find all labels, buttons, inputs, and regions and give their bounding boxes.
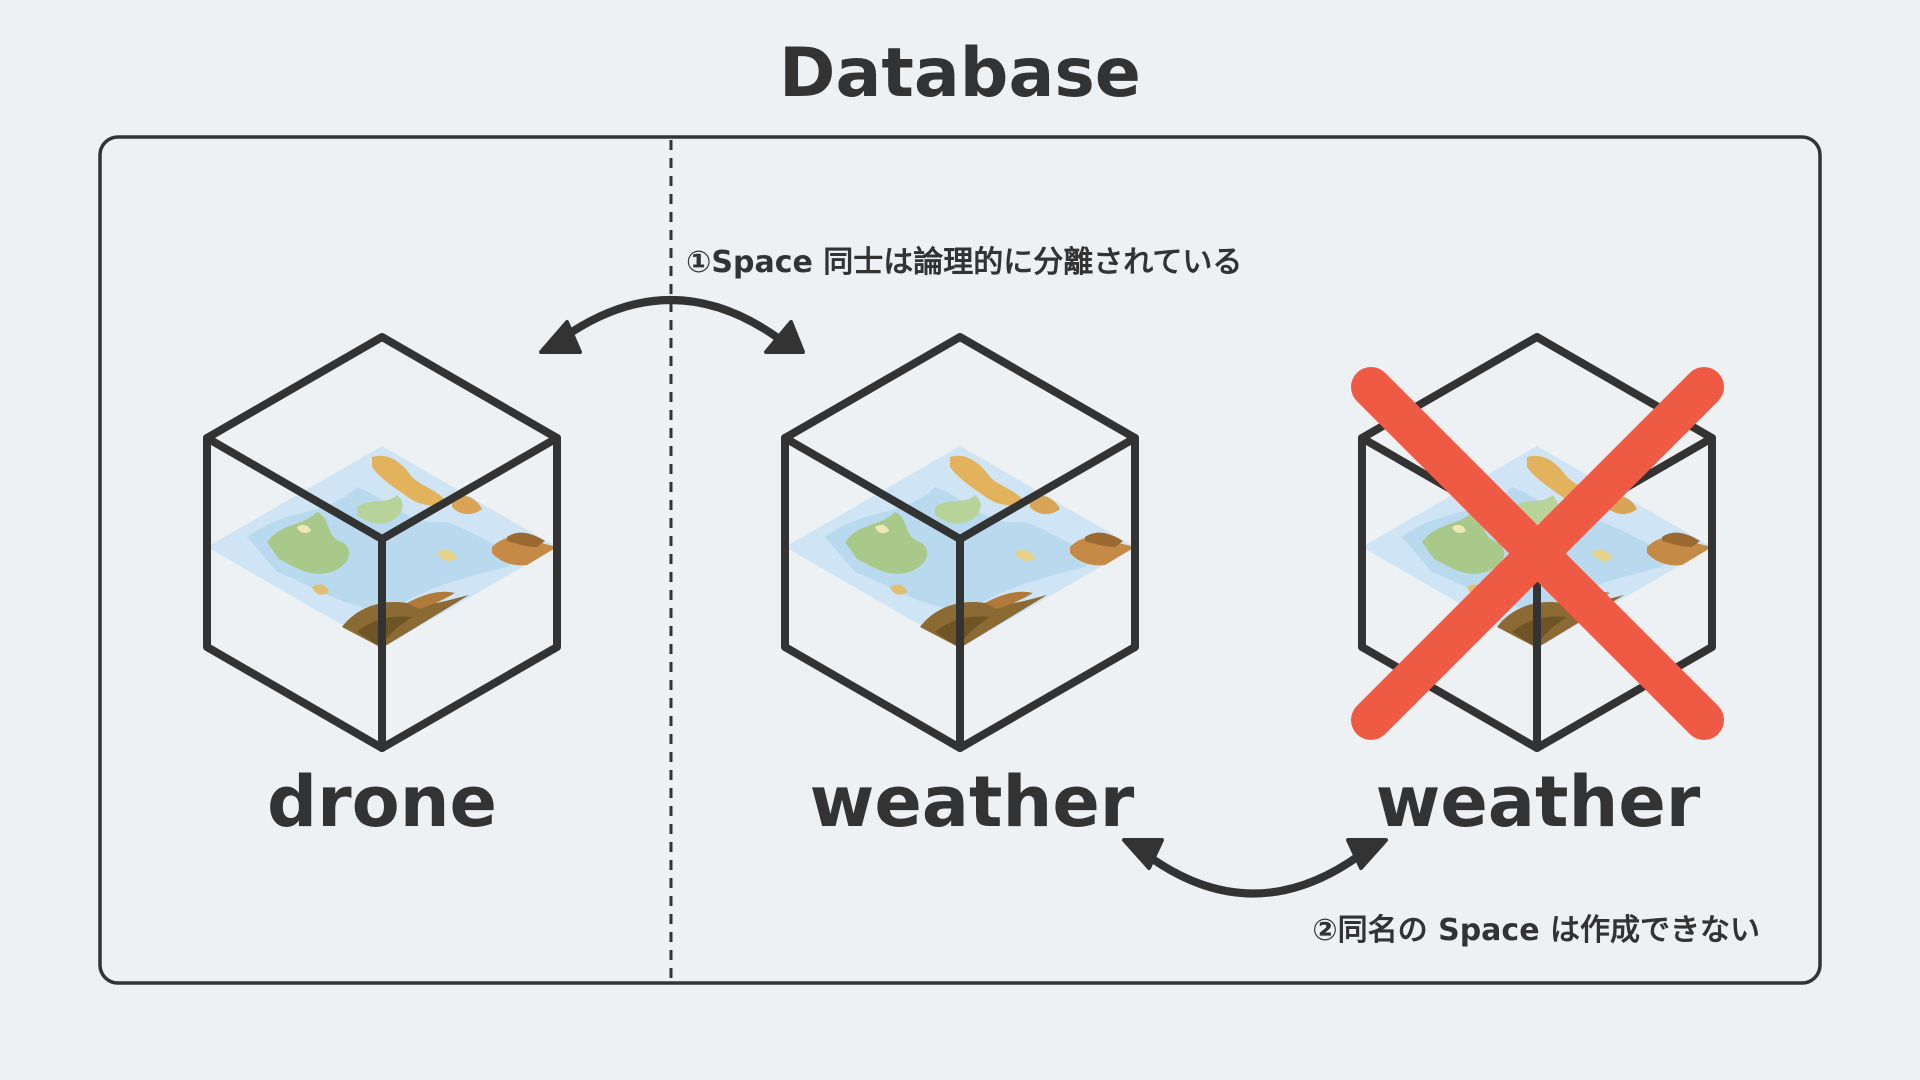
cube-space-icon bbox=[785, 337, 1135, 748]
curved-double-arrow-icon bbox=[1122, 838, 1388, 898]
diagram-title: Database bbox=[779, 34, 1141, 113]
x-mark-icon bbox=[1351, 367, 1724, 740]
cube-space-icon bbox=[207, 337, 557, 748]
space-label-weather: weather bbox=[810, 761, 1135, 843]
note-isolation: ①Space 同士は論理的に分離されている bbox=[686, 245, 1242, 280]
database-container bbox=[98, 135, 1822, 985]
space-label-drone: drone bbox=[267, 761, 497, 843]
note-duplicate: ②同名の Space は作成できない bbox=[1312, 913, 1760, 948]
curved-double-arrow-icon bbox=[539, 296, 805, 354]
space-label-weather-duplicate: weather bbox=[1376, 761, 1701, 843]
